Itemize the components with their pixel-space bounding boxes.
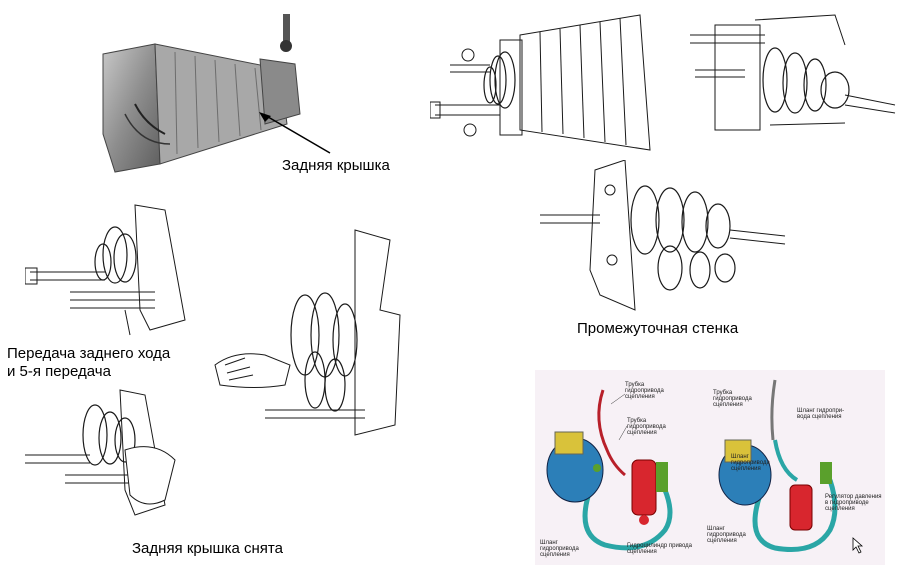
caption-reverse-gear-line1: Передача заднего хода	[7, 345, 171, 362]
caption-intermediate-wall: Промежуточная стенка	[577, 320, 739, 337]
label-cylinder-l2: сцепления	[627, 549, 657, 555]
label-r-hose2-l1: Шланг	[731, 454, 750, 460]
hydraulic-clutch-diagram: Трубка гидропривода сцепления Трубка гид…	[535, 370, 885, 565]
gearbox-housing-drawing	[430, 10, 665, 155]
label-cylinder-l1: Гидроцилиндр привода	[627, 543, 693, 549]
label-tube2-l2: гидропривода	[627, 424, 666, 430]
label-tube2-l1: Трубка	[627, 418, 647, 424]
gearbox-photo	[95, 14, 310, 179]
label-r-hose1-l2: вода сцепления	[797, 414, 842, 420]
cursor-icon	[852, 537, 864, 554]
label-r-hose1-l1: Шланг гидропри-	[797, 408, 844, 414]
caption-reverse-gear-line2: и 5-я передача	[7, 363, 111, 380]
label-r-hose3-l1: Шланг	[707, 526, 726, 532]
label-r-tube-l1: Трубка	[713, 390, 733, 396]
label-tube1-l3: сцепления	[625, 394, 655, 400]
label-r-tube-l2: гидропривода	[713, 396, 752, 402]
gear-removal-drawing	[205, 225, 420, 455]
label-tube2-l3: сцепления	[627, 430, 657, 436]
label-r-hose2-l3: сцепления	[731, 466, 761, 472]
label-hose-l1: Шланг	[540, 540, 559, 546]
label-tube1-l1: Трубка	[625, 382, 645, 388]
rear-cover-removed-drawing	[25, 380, 190, 520]
arrow-pointer-icon	[259, 112, 331, 154]
label-hose-l2: гидропривода	[540, 546, 579, 552]
intermediate-wall-drawing	[540, 160, 790, 315]
label-hose-l3: сцепления	[540, 552, 570, 558]
shaft-assembly-drawing	[685, 5, 900, 140]
label-r-tube-l3: сцепления	[713, 402, 743, 408]
label-r-hose3-l2: гидропривода	[707, 532, 746, 538]
label-tube1-l2: гидропривода	[625, 388, 664, 394]
label-r-regulator-l1: Регулятор давления	[825, 494, 882, 500]
left-clutch-assembly	[546, 389, 673, 551]
label-r-hose2-l2: гидропривода	[731, 460, 770, 466]
label-r-hose3-l3: сцепления	[707, 538, 737, 544]
reverse-gear-drawing	[25, 200, 195, 340]
caption-rear-cover: Задняя крышка	[282, 157, 390, 174]
label-r-regulator-l2: в гидроприводе	[825, 500, 869, 506]
right-clutch-assembly	[718, 379, 838, 553]
label-r-regulator-l3: сцепления	[825, 506, 855, 512]
caption-rear-cover-removed: Задняя крышка снята	[132, 540, 283, 557]
